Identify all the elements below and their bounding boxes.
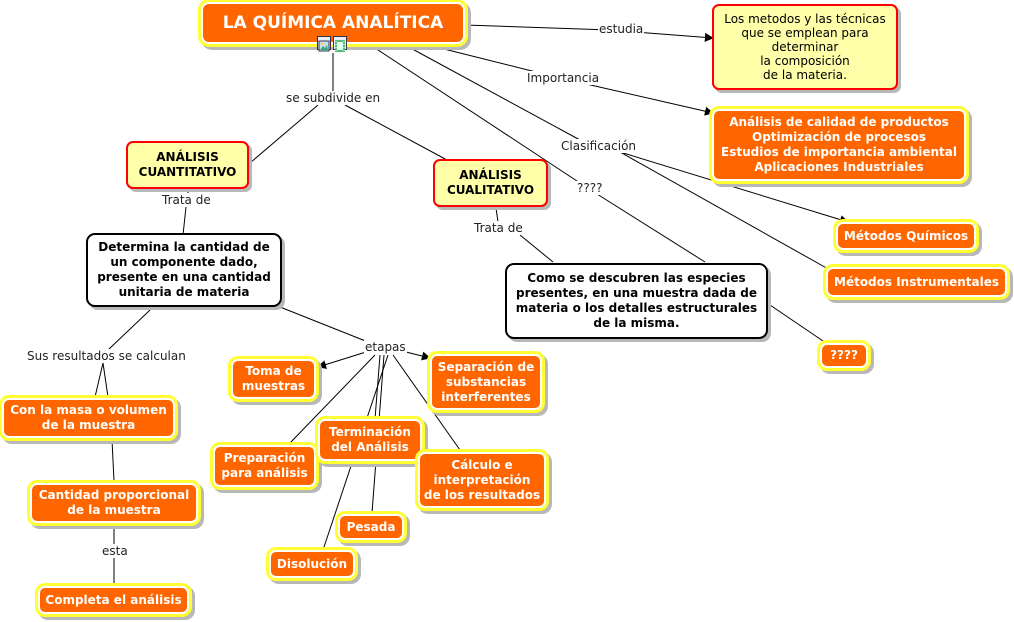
link-label-clasificacion: Clasificación: [560, 139, 638, 153]
pesada-node[interactable]: Pesada: [338, 514, 404, 540]
line-subdivide-left: [249, 104, 319, 164]
link-label-etapas: etapas: [364, 340, 407, 354]
terminacion-node[interactable]: Terminación del Análisis: [318, 419, 422, 461]
cuantitativo-node[interactable]: ANÁLISIS CUANTITATIVO: [126, 141, 249, 189]
estudia-node[interactable]: Los metodos y las técnicas que se emplea…: [712, 4, 898, 90]
metodos-quimicos-node[interactable]: Métodos Químicos: [836, 222, 976, 250]
como-se-node[interactable]: Como se descubren las especies presentes…: [505, 263, 768, 339]
line-etapas-prep: [289, 354, 376, 444]
toma-node[interactable]: Toma de muestras: [231, 359, 316, 399]
link-label-trata-de-1: Trata de: [161, 193, 212, 207]
line-clasificacion-a: [404, 44, 581, 141]
line-trata2-b: [519, 234, 554, 263]
line-masa-cantidad: [111, 439, 115, 482]
line-estudia: [464, 24, 714, 42]
film-icon[interactable]: [333, 36, 347, 52]
line-como-unknown: [769, 304, 827, 344]
metodos-instrumentales-node[interactable]: Métodos Instrumentales: [826, 267, 1007, 297]
line-resultados-c: [102, 362, 109, 398]
unknown-node[interactable]: ????: [820, 343, 868, 368]
link-label-esta: esta: [101, 544, 129, 558]
preparacion-node[interactable]: Preparación para análisis: [213, 445, 316, 487]
line-etapas-in: [279, 306, 369, 343]
line-trata1-b: [182, 206, 187, 236]
masa-node[interactable]: Con la masa o volumen de la muestra: [2, 398, 175, 438]
line-resultados-a: [107, 309, 151, 351]
line-etapas-calc: [392, 354, 461, 451]
link-label-sus-resultados: Sus resultados se calculan: [26, 349, 187, 363]
line-clasificacion-b: [619, 151, 849, 224]
line-unknown-b: [596, 193, 706, 263]
line-subdivide-right: [344, 104, 448, 161]
link-label-trata-de-2: Trata de: [473, 221, 524, 235]
line-etapas-toma: [317, 351, 367, 369]
completa-node[interactable]: Completa el análisis: [38, 586, 189, 614]
line-trata2-a: [495, 207, 499, 223]
image-icon[interactable]: [317, 36, 331, 52]
line-resultados-b: [94, 362, 104, 398]
importancia-node[interactable]: Análisis de calidad de productos Optimiz…: [712, 109, 966, 181]
disolucion-node[interactable]: Disolución: [269, 550, 355, 578]
calculo-node[interactable]: Cálculo e interpretación de los resultad…: [418, 452, 546, 508]
line-etapas-sep: [405, 351, 431, 361]
link-label-importancia: Importancia: [526, 71, 601, 85]
cantidad-node[interactable]: Cantidad proporcional de la muestra: [30, 483, 198, 523]
link-label-estudia: estudia: [598, 22, 645, 36]
link-label-unknown: ????: [576, 181, 604, 195]
separacion-node[interactable]: Separación de substancias interferentes: [430, 354, 542, 410]
determina-node[interactable]: Determina la cantidad de un componente d…: [86, 233, 282, 307]
link-label-se-subdivide: se subdivide en: [285, 91, 382, 105]
line-clasificacion-c: [619, 151, 831, 271]
cualitativo-node[interactable]: ANÁLISIS CUALITATIVO: [433, 159, 548, 207]
